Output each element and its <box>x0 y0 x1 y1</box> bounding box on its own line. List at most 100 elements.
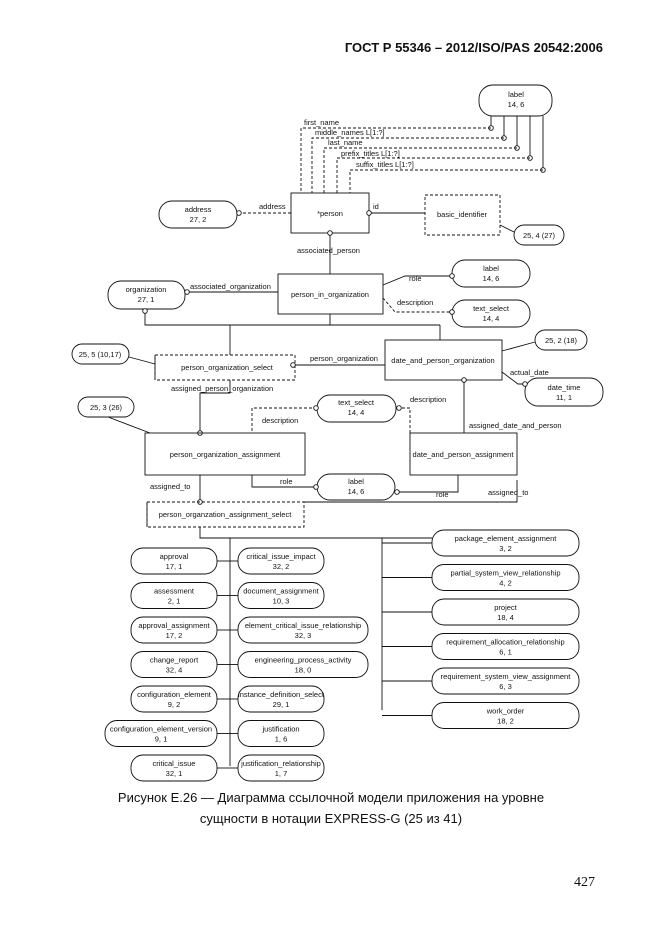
attr-middle-names: middle_names L[1:?] <box>315 128 385 137</box>
person-name: *person <box>317 209 343 218</box>
select-member-ref: 29, 1 <box>273 700 290 709</box>
select-member-ref: 32, 1 <box>166 769 183 778</box>
attr-description-left: description <box>262 416 298 425</box>
label-mid-name: label <box>348 477 364 486</box>
select-member-ref: 32, 2 <box>273 562 290 571</box>
select-member-box <box>431 667 580 695</box>
select-member-ref: 6, 1 <box>499 648 512 657</box>
page-ref-25-4-text: 25, 4 (27) <box>523 231 556 240</box>
attr-prefix-titles: prefix_titles L[1:?] <box>341 149 400 158</box>
page-ref-25-2-text: 25, 2 (18) <box>545 336 578 345</box>
select-member-box <box>237 547 325 575</box>
organization-name: organization <box>126 285 167 294</box>
page-ref-25-3 <box>77 396 135 418</box>
select-member-box <box>130 616 218 644</box>
date-and-person-organization-name: date_and_person_organization <box>391 356 494 365</box>
select-member-ref: 32, 4 <box>166 666 183 675</box>
page-number: 427 <box>574 875 595 890</box>
attr-actual-date: actual_date <box>510 368 549 377</box>
select-member-ref: 18, 2 <box>497 717 514 726</box>
select-member-box <box>237 582 325 609</box>
date-time-ref <box>524 377 604 407</box>
select-member-box <box>104 720 218 747</box>
select-member-box <box>237 720 325 747</box>
select-member-name: justification_relationship <box>240 759 321 768</box>
date-and-person-assignment-name: date_and_person_assignment <box>413 450 515 459</box>
select-member-name: project <box>494 603 517 612</box>
page-ref-25-5-text: 25, 5 (10,17) <box>79 350 122 359</box>
attr-associated-person: associated_person <box>297 246 360 255</box>
select-member-ref: 4, 2 <box>499 579 512 588</box>
select-member-ref: 2, 1 <box>168 597 181 606</box>
select-member-name: engineering_process_activity <box>255 656 352 665</box>
attr-id: id <box>373 202 379 211</box>
select-member-name: package_element_assignment <box>455 534 558 543</box>
select-member-box <box>130 685 218 713</box>
label-role-name: label <box>483 264 499 273</box>
attr-person-organization: person_organization <box>310 354 378 363</box>
select-member-name: justification <box>261 725 299 734</box>
select-member-box <box>237 685 325 713</box>
select-member-name: document_assignment <box>243 587 319 596</box>
document-header: ГОСТ Р 55346 – 2012/ISO/PAS 20542:2006 <box>344 40 603 55</box>
date-time-name: date_time <box>548 383 581 392</box>
basic-identifier-name: basic_identifier <box>437 210 488 219</box>
select-member-box <box>431 529 580 557</box>
select-member-box <box>237 754 325 782</box>
select-member-box <box>431 564 580 591</box>
select-member-name: work_order <box>486 707 525 716</box>
select-member-ref: 3, 2 <box>499 544 512 553</box>
select-member-name: partial_system_view_relationship <box>450 569 560 578</box>
label-role-refnum: 14, 6 <box>483 274 500 283</box>
label-top-ref <box>478 84 553 117</box>
attr-description-top: description <box>397 298 433 307</box>
select-member-name: configuration_element <box>137 690 212 699</box>
page-ref-25-4 <box>513 224 565 246</box>
attr-assigned-to-left: assigned_to <box>150 482 190 491</box>
select-member-box <box>237 651 369 678</box>
select-member-name: configuration_element_version <box>110 725 212 734</box>
select-member-ref: 1, 6 <box>275 735 288 744</box>
date-and-person-organization-entity <box>384 339 503 381</box>
attr-first-name: first_name <box>304 118 339 127</box>
person-organization-select-name: person_organization_select <box>181 363 274 372</box>
select-member-name: change_report <box>150 656 199 665</box>
select-member-name: critical_issue <box>153 759 196 768</box>
address-refnum: 27, 2 <box>190 215 207 224</box>
text-select-desc-name: text_select <box>473 304 510 313</box>
select-member-box <box>431 598 580 626</box>
select-member-name: requirement_system_view_assignment <box>441 672 572 681</box>
attr-assigned-person-organization: assigned_person_organization <box>171 384 273 393</box>
attr-description-right: description <box>410 395 446 404</box>
select-member-name: critical_issue_impact <box>246 552 316 561</box>
select-member-ref: 17, 1 <box>166 562 183 571</box>
select-member-ref: 6, 3 <box>499 682 512 691</box>
select-member-ref: 10, 3 <box>273 597 290 606</box>
select-member-ref: 9, 1 <box>155 735 168 744</box>
select-member-ref: 18, 4 <box>497 613 514 622</box>
address-name: address <box>185 205 212 214</box>
select-member-name: assessment <box>154 587 195 596</box>
attr-last-name: last_name <box>328 138 363 147</box>
select-member-box <box>130 547 218 575</box>
select-member-box <box>130 651 218 678</box>
basic-identifier-type <box>424 194 501 236</box>
figure-caption-line-1: Рисунок Е.26 — Диаграмма ссылочной модел… <box>117 790 545 805</box>
figure-caption-line-2: сущности в нотации EXPRESS-G (25 из 41) <box>199 811 463 826</box>
select-member-name: approval <box>160 552 189 561</box>
select-member-name: element_critical_issue_relationship <box>245 621 361 630</box>
page-ref-25-5 <box>71 343 130 365</box>
attr-suffix-titles: suffix_titles L[1:?] <box>356 160 414 169</box>
text-select-mid-name: text_select <box>338 398 375 407</box>
select-member-ref: 9, 2 <box>168 700 181 709</box>
date-and-person-assignment-entity <box>409 432 518 476</box>
select-member-name: instance_definition_select <box>238 690 325 699</box>
label-top-refnum: 14, 6 <box>508 100 525 109</box>
attr-address: address <box>259 202 286 211</box>
organization-refnum: 27, 1 <box>138 295 155 304</box>
attr-role-left: role <box>280 477 293 486</box>
select-member-ref: 32, 3 <box>295 631 312 640</box>
person-in-organization-entity <box>277 273 384 315</box>
person-organization-assignment-name: person_organization_assignment <box>170 450 281 459</box>
